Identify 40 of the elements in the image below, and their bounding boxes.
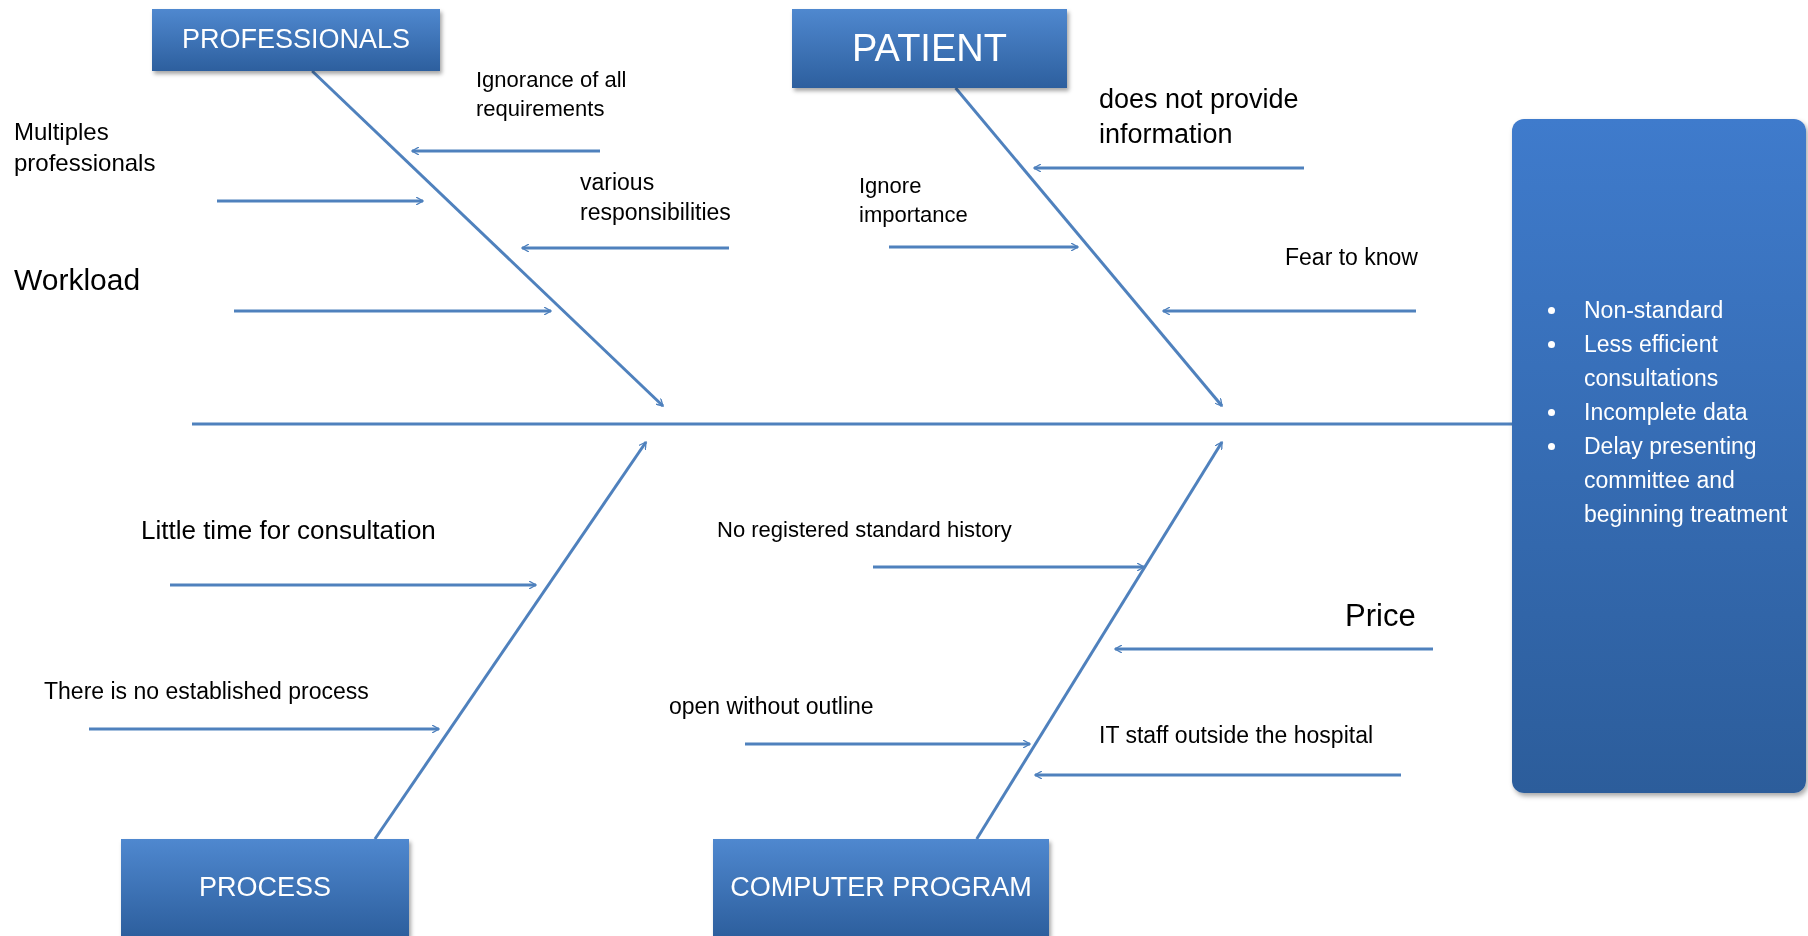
effect-item: Less efficient consultations	[1584, 330, 1720, 393]
cause-label: IT staff outside the hospital	[1099, 721, 1374, 751]
cause-label: Price	[1345, 596, 1416, 637]
cause-label: Workload	[14, 260, 141, 299]
effect-item: Delay presenting committee and beginning treatment	[1584, 432, 1789, 529]
arrow	[954, 87, 1224, 407]
arrow	[873, 562, 1145, 572]
category-box: PATIENT	[792, 9, 1067, 88]
category-box: PROCESS	[121, 839, 409, 936]
spine-line	[192, 422, 1512, 426]
arrow	[311, 69, 665, 408]
arrow	[170, 580, 537, 590]
arrow	[1114, 644, 1433, 654]
effect-item: Non-standard	[1584, 296, 1724, 325]
arrow	[1034, 770, 1401, 780]
arrow	[975, 441, 1224, 840]
effect-box	[1512, 119, 1806, 793]
cause-label: No registered standard history	[717, 516, 1012, 545]
arrow	[1162, 306, 1416, 316]
cause-label: Ignorance of all requirements	[476, 66, 651, 124]
category-box: COMPUTER PROGRAM	[713, 839, 1049, 936]
arrow	[1033, 163, 1304, 173]
arrow	[745, 739, 1031, 749]
arrow	[217, 196, 424, 206]
cause-label: open without outline	[669, 692, 874, 722]
effect-item: Incomplete data	[1584, 398, 1748, 427]
category-box: PROFESSIONALS	[152, 9, 440, 71]
cause-label: Fear to know	[1285, 243, 1418, 273]
arrow	[889, 242, 1079, 252]
arrow	[89, 724, 440, 734]
arrow	[373, 441, 648, 840]
cause-label: various responsibilities	[580, 168, 780, 228]
cause-label: Multiples professionals	[14, 116, 204, 179]
arrow	[411, 146, 600, 156]
arrow	[521, 243, 729, 253]
cause-label: Ignore importance	[859, 172, 1019, 230]
cause-label: Little time for consultation	[141, 514, 436, 548]
arrow	[234, 306, 552, 316]
cause-label: does not provide information	[1099, 82, 1339, 153]
cause-label: There is no established process	[44, 677, 369, 707]
